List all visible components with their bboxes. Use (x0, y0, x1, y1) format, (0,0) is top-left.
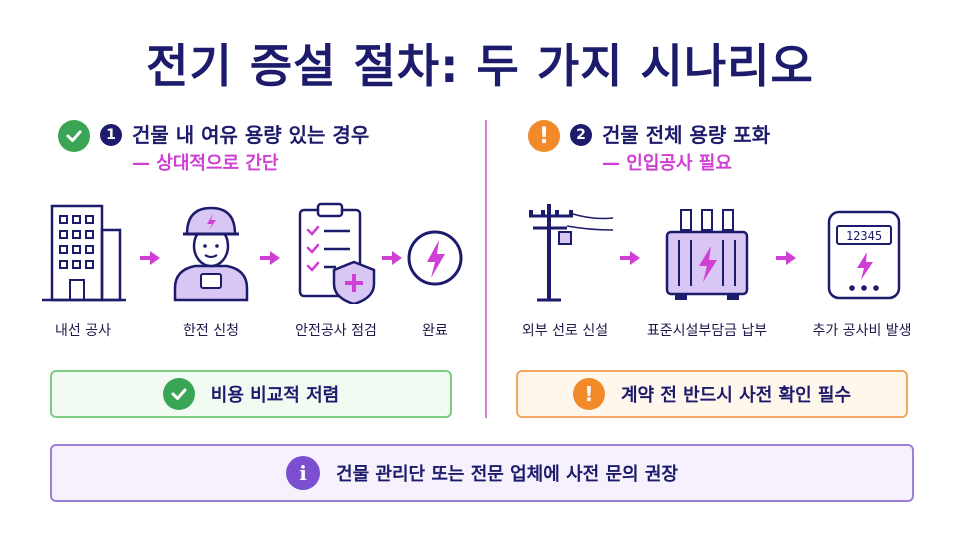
scenario2-note-text: 계약 전 반드시 사전 확인 필수 (620, 385, 852, 406)
checklist-shield-icon (298, 202, 376, 304)
arrow-right-icon (776, 251, 796, 265)
meter-reading: 12345 (846, 229, 882, 243)
transformer-icon (665, 209, 749, 300)
step-label: 안전공사 점검 (295, 323, 377, 339)
warning-icon: ! (572, 378, 605, 410)
lightning-circle-icon (407, 230, 463, 286)
info-icon: i (286, 456, 321, 490)
step-label: 추가 공사비 발생 (812, 323, 912, 339)
section-divider (485, 120, 487, 418)
step-label: 내선 공사 (55, 323, 111, 339)
meter-icon: 12345 (827, 210, 901, 300)
arrow-right-icon (382, 251, 402, 265)
check-circle-icon (162, 378, 195, 410)
scenario2-header: ! 2 건물 전체 용량 포화 — 인입공사 필요 (528, 120, 770, 178)
scenario1-header: 1 건물 내 여유 용량 있는 경우 — 상대적으로 간단 (58, 120, 369, 178)
step-checklist: 안전공사 점검 (278, 200, 394, 340)
arrow-right-icon (620, 251, 640, 265)
step-power-line: 외부 선로 신설 (510, 200, 620, 340)
step-meter: 12345 추가 공사비 발생 (800, 200, 924, 340)
scenario1-subtitle: — 상대적으로 간단 (132, 153, 279, 174)
power-pole-icon (529, 204, 614, 302)
step-complete: 완료 (400, 200, 470, 340)
scenario2-title: 건물 전체 용량 포화 (602, 123, 771, 147)
arrow-right-icon (260, 251, 280, 265)
worker-icon (173, 206, 249, 302)
scenario1-number: 1 (100, 124, 122, 146)
footer-text: 건물 관리단 또는 전문 업체에 사전 문의 권장 (336, 464, 678, 485)
arrow-right-icon (140, 251, 160, 265)
scenario2-note: ! 계약 전 반드시 사전 확인 필수 (516, 370, 908, 418)
step-label: 한전 신청 (183, 323, 239, 339)
scenario1-title: 건물 내 여유 용량 있는 경우 (132, 123, 370, 147)
step-label: 외부 선로 신설 (521, 323, 609, 339)
warning-icon: ! (528, 120, 560, 152)
page-title: 전기 증설 절차: 두 가지 시나리오 (146, 39, 814, 93)
scenario2-subtitle: — 인입공사 필요 (602, 153, 732, 174)
step-label: 완료 (422, 323, 448, 339)
step-building: 내선 공사 (28, 200, 138, 340)
step-label: 표준시설부담금 납부 (646, 323, 768, 339)
building-icon (42, 204, 126, 302)
check-circle-icon (58, 120, 90, 152)
scenario1-note: 비용 비교적 저렴 (50, 370, 452, 418)
footer-banner: i 건물 관리단 또는 전문 업체에 사전 문의 권장 (50, 444, 914, 502)
step-transformer: 표준시설부담금 납부 (642, 200, 772, 340)
scenario1-note-text: 비용 비교적 저렴 (210, 385, 340, 406)
step-worker: 한전 신청 (158, 200, 264, 340)
scenario2-number: 2 (570, 124, 592, 146)
